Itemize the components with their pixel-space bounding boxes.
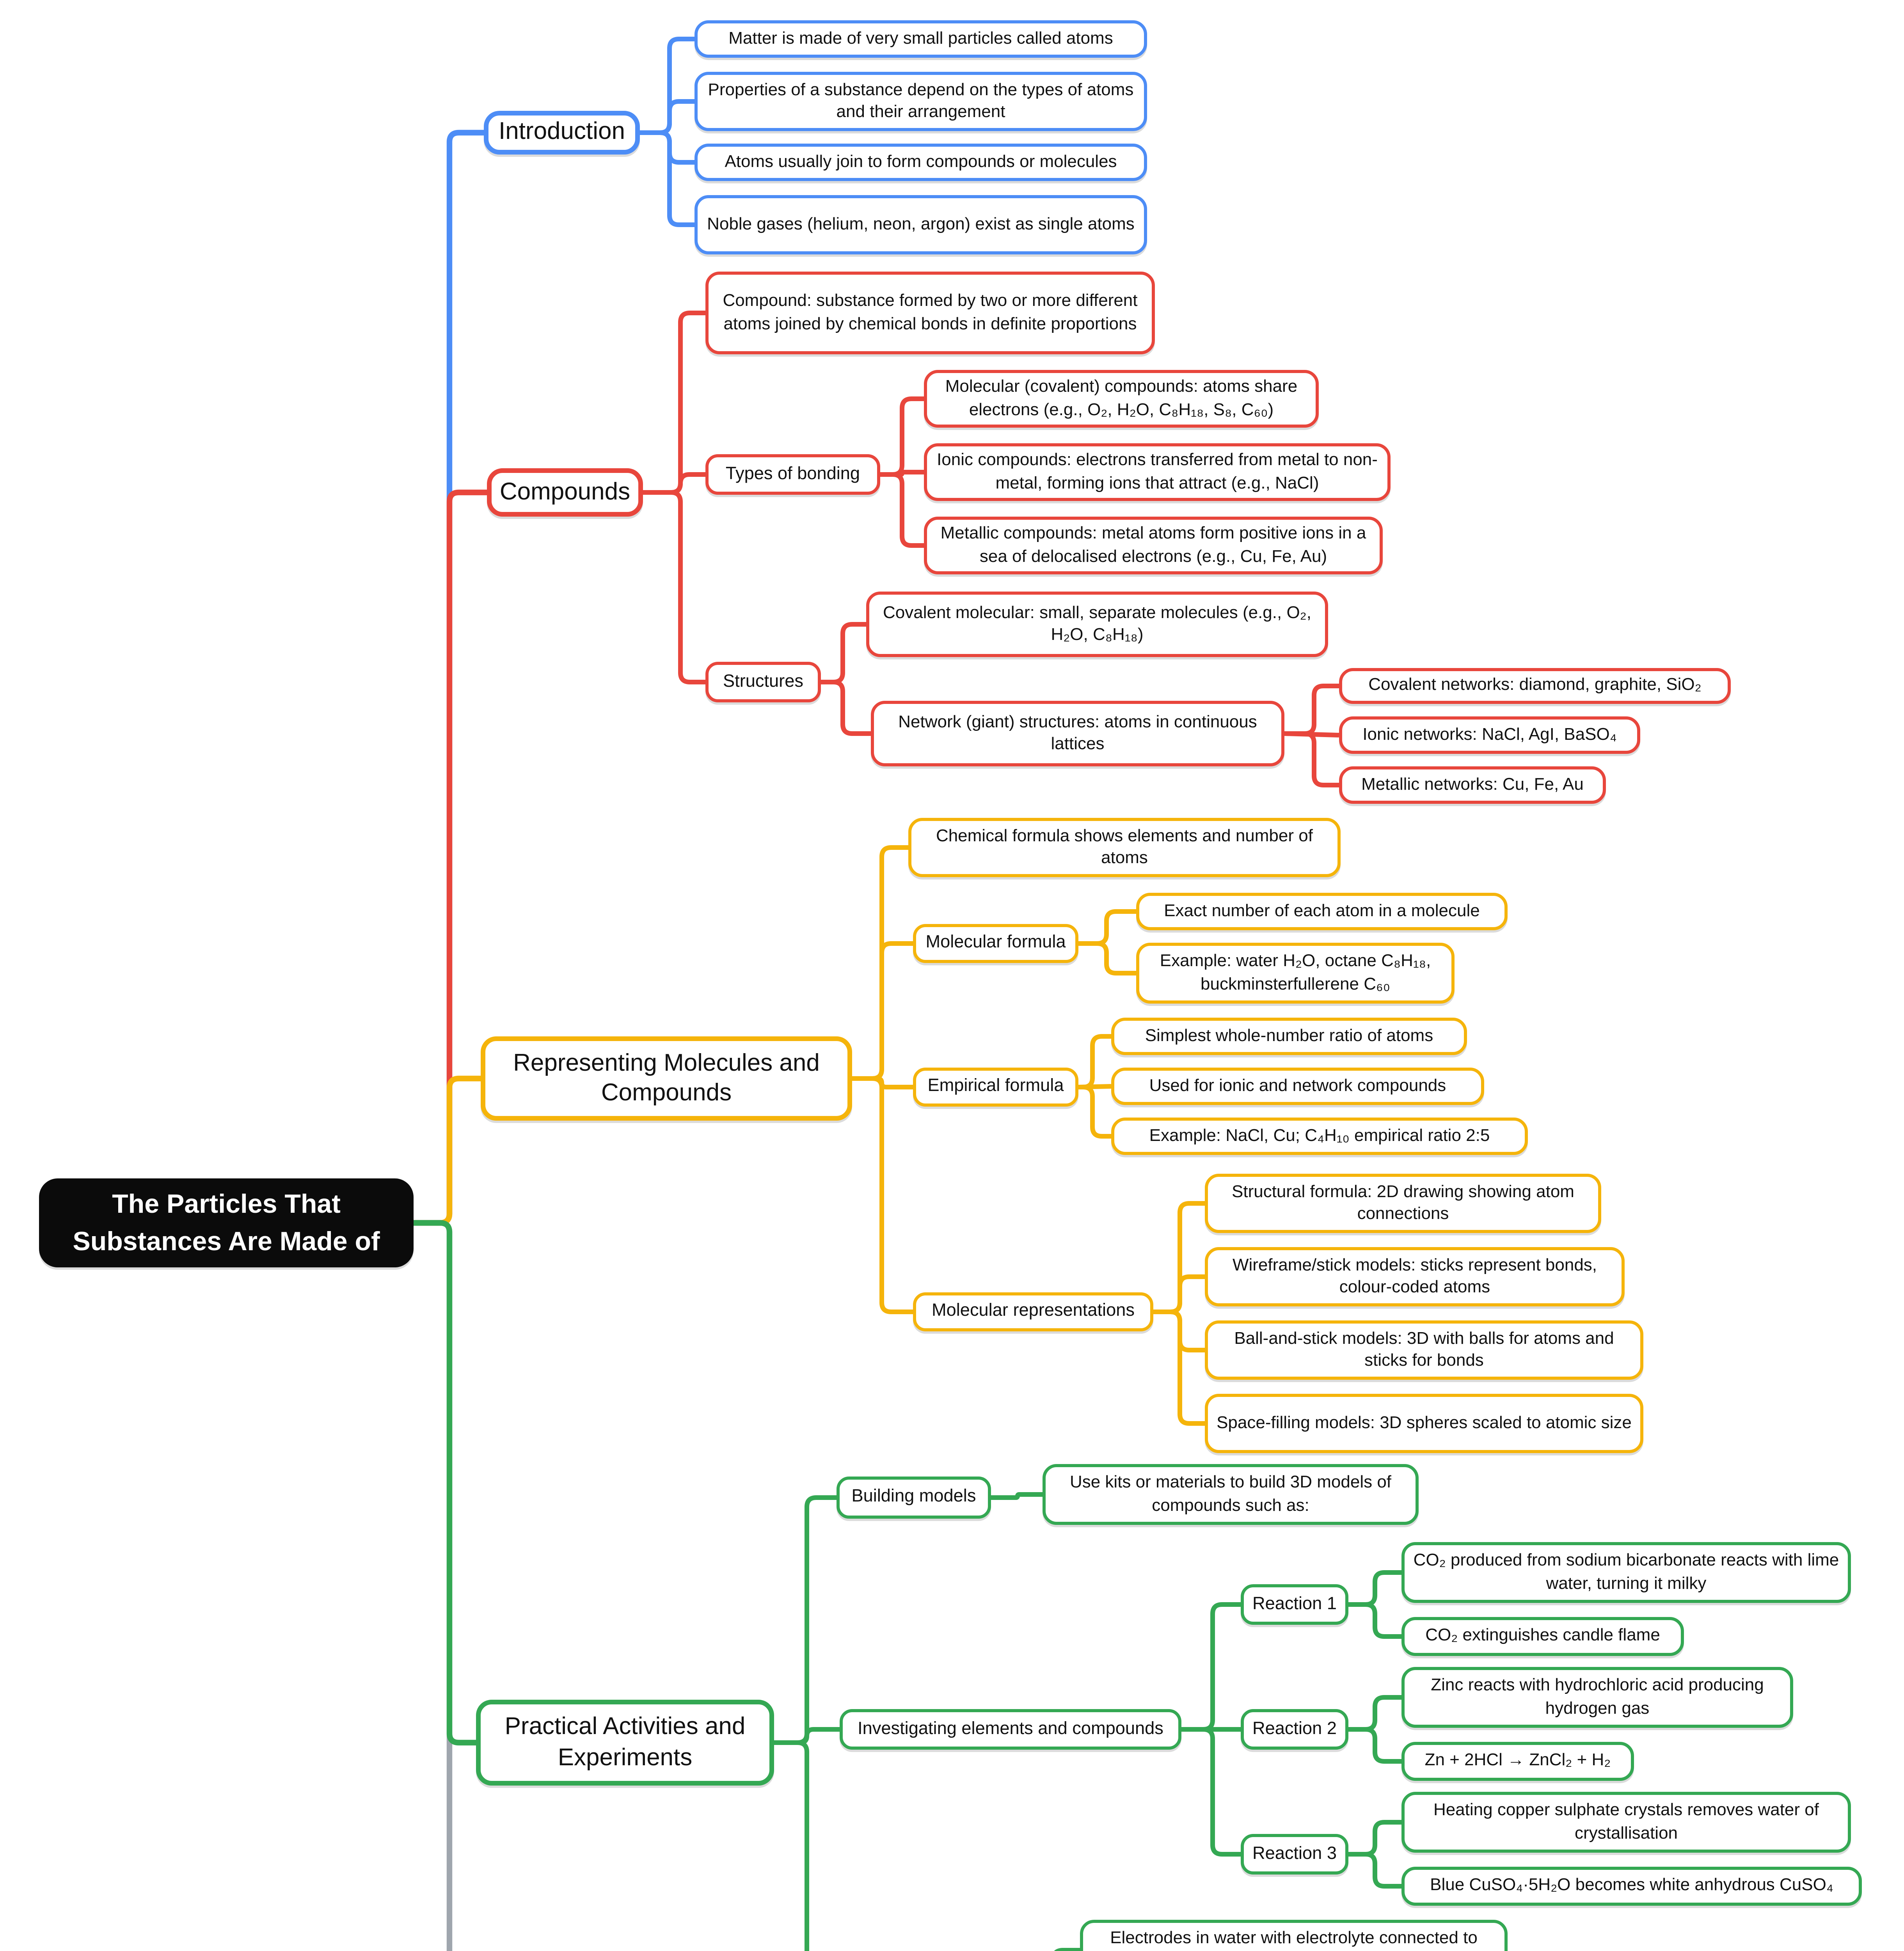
node-reaction-3[interactable]: Reaction 3	[1241, 1834, 1348, 1875]
node-compound-definition[interactable]: Compound: substance formed by two or mor…	[705, 272, 1155, 354]
branch-representing[interactable]: Representing Molecules and Compounds	[481, 1036, 852, 1121]
node-exact-number[interactable]: Exact number of each atom in a molecule	[1136, 893, 1508, 930]
node-covalent-molecular[interactable]: Covalent molecular: small, separate mole…	[866, 592, 1328, 657]
node-used-for-ionic[interactable]: Used for ionic and network compounds	[1111, 1068, 1484, 1105]
node-reaction-2[interactable]: Reaction 2	[1241, 1709, 1348, 1750]
node-network-structures[interactable]: Network (giant) structures: atoms in con…	[871, 701, 1284, 766]
node-covalent-networks[interactable]: Covalent networks: diamond, graphite, Si…	[1339, 668, 1731, 704]
node-types-of-bonding[interactable]: Types of bonding	[705, 454, 880, 495]
node-simplest-ratio[interactable]: Simplest whole-number ratio of atoms	[1111, 1018, 1467, 1055]
node-empirical-formula[interactable]: Empirical formula	[913, 1068, 1078, 1107]
node-chemical-formula[interactable]: Chemical formula shows elements and numb…	[908, 818, 1341, 877]
node-co2-candle[interactable]: CO₂ extinguishes candle flame	[1401, 1617, 1684, 1656]
node-electrodes[interactable]: Electrodes in water with electrolyte con…	[1080, 1920, 1508, 1951]
node-cuso4-anhydrous[interactable]: Blue CuSO₄·5H₂O becomes white anhydrous …	[1401, 1867, 1862, 1906]
branch-introduction[interactable]: Introduction	[484, 111, 640, 155]
node-investigating[interactable]: Investigating elements and compounds	[840, 1709, 1181, 1750]
node-ball-and-stick[interactable]: Ball-and-stick models: 3D with balls for…	[1205, 1320, 1643, 1380]
node-reaction-1[interactable]: Reaction 1	[1241, 1584, 1348, 1625]
node-intro-1[interactable]: Matter is made of very small particles c…	[694, 20, 1147, 58]
node-molecular-representations[interactable]: Molecular representations	[913, 1292, 1153, 1331]
node-wireframe-models[interactable]: Wireframe/stick models: sticks represent…	[1205, 1247, 1625, 1306]
node-intro-4[interactable]: Noble gases (helium, neon, argon) exist …	[694, 195, 1147, 254]
node-molecular-example[interactable]: Example: water H₂O, octane C₈H₁₈, buckmi…	[1136, 943, 1455, 1004]
branch-compounds[interactable]: Compounds	[487, 468, 643, 517]
node-intro-2[interactable]: Properties of a substance depend on the …	[694, 72, 1147, 131]
node-molecular-covalent[interactable]: Molecular (covalent) compounds: atoms sh…	[924, 370, 1319, 428]
node-intro-3[interactable]: Atoms usually join to form compounds or …	[694, 144, 1147, 181]
node-zinc-hcl[interactable]: Zinc reacts with hydrochloric acid produ…	[1401, 1667, 1793, 1728]
node-use-kits[interactable]: Use kits or materials to build 3D models…	[1043, 1464, 1419, 1525]
node-empirical-example[interactable]: Example: NaCl, Cu; C₄H₁₀ empirical ratio…	[1111, 1118, 1528, 1155]
node-co2-limewater[interactable]: CO₂ produced from sodium bicarbonate rea…	[1401, 1542, 1851, 1603]
branch-practical[interactable]: Practical Activities and Experiments	[476, 1700, 774, 1786]
root-node[interactable]: The Particles That Substances Are Made o…	[39, 1178, 414, 1267]
node-structures[interactable]: Structures	[705, 662, 821, 702]
node-building-models[interactable]: Building models	[837, 1477, 991, 1519]
node-zn-equation[interactable]: Zn + 2HCl → ZnCl₂ + H₂	[1401, 1742, 1634, 1781]
node-molecular-formula[interactable]: Molecular formula	[913, 924, 1078, 963]
node-ionic-compounds[interactable]: Ionic compounds: electrons transferred f…	[924, 443, 1391, 501]
node-metallic-compounds[interactable]: Metallic compounds: metal atoms form pos…	[924, 517, 1383, 574]
node-space-filling[interactable]: Space-filling models: 3D spheres scaled …	[1205, 1394, 1643, 1453]
node-structural-formula[interactable]: Structural formula: 2D drawing showing a…	[1205, 1174, 1601, 1233]
node-heating-copper-sulphate[interactable]: Heating copper sulphate crystals removes…	[1401, 1792, 1851, 1853]
node-ionic-networks[interactable]: Ionic networks: NaCl, AgI, BaSO₄	[1339, 716, 1640, 754]
node-metallic-networks[interactable]: Metallic networks: Cu, Fe, Au	[1339, 766, 1606, 804]
